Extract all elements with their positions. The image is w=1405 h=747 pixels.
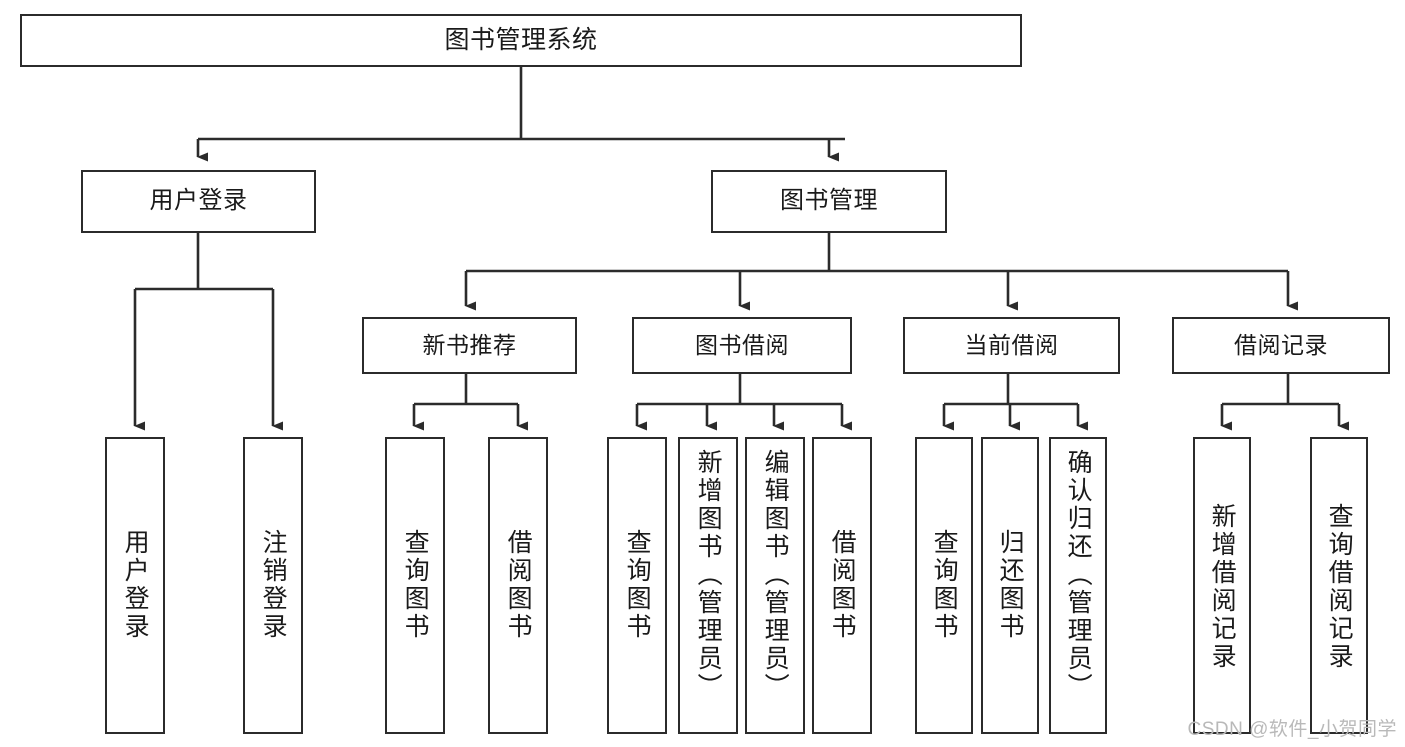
leaf-logout-login[interactable]: 注销登录: [243, 437, 303, 734]
leaf-confirm-return-admin[interactable]: 确认归还（管理员）: [1049, 437, 1107, 734]
node-label: 图书管理系统: [444, 25, 598, 54]
node-label: 用户登录: [149, 187, 248, 215]
node-label: 借阅图书: [828, 529, 857, 641]
node-label: 新书推荐: [422, 331, 517, 358]
node-label: 编辑图书（管理员）: [761, 449, 790, 701]
node-book-borrow[interactable]: 图书借阅: [632, 317, 852, 374]
node-label: 注销登录: [259, 529, 288, 641]
leaf-query-book-borrow[interactable]: 查询图书: [607, 437, 667, 734]
node-label: 借阅记录: [1234, 331, 1328, 358]
leaf-borrow-book[interactable]: 借阅图书: [812, 437, 872, 734]
node-user-login[interactable]: 用户登录: [81, 170, 316, 233]
leaf-user-login[interactable]: 用户登录: [105, 437, 165, 734]
leaf-edit-book-admin[interactable]: 编辑图书（管理员）: [745, 437, 805, 734]
node-label: 图书借阅: [695, 331, 789, 358]
node-root-book-management-system[interactable]: 图书管理系统: [20, 14, 1022, 67]
leaf-query-book-current[interactable]: 查询图书: [915, 437, 973, 734]
node-label: 查询借阅记录: [1325, 503, 1354, 671]
node-current-borrow[interactable]: 当前借阅: [903, 317, 1120, 374]
node-label: 新增借阅记录: [1208, 503, 1237, 671]
node-book-management[interactable]: 图书管理: [711, 170, 947, 233]
node-label: 用户登录: [121, 529, 150, 641]
csdn-watermark: CSDN @软件_小贺同学: [1187, 719, 1397, 740]
node-label: 当前借阅: [964, 331, 1059, 358]
node-label: 新增图书（管理员）: [694, 449, 723, 701]
leaf-query-book-recommend[interactable]: 查询图书: [385, 437, 445, 734]
node-borrow-record[interactable]: 借阅记录: [1172, 317, 1390, 374]
leaf-add-book-admin[interactable]: 新增图书（管理员）: [678, 437, 738, 734]
leaf-return-book[interactable]: 归还图书: [981, 437, 1039, 734]
node-label: 查询图书: [401, 529, 430, 641]
node-label: 查询图书: [930, 529, 959, 641]
leaf-borrow-book-recommend[interactable]: 借阅图书: [488, 437, 548, 734]
node-label: 图书管理: [780, 187, 878, 215]
node-label: 确认归还（管理员）: [1064, 449, 1093, 701]
node-new-book-recommend[interactable]: 新书推荐: [362, 317, 577, 374]
node-label: 借阅图书: [504, 529, 533, 641]
leaf-add-borrow-record[interactable]: 新增借阅记录: [1193, 437, 1251, 734]
node-label: 查询图书: [623, 529, 652, 641]
leaf-query-borrow-record[interactable]: 查询借阅记录: [1310, 437, 1368, 734]
node-label: 归还图书: [996, 529, 1025, 641]
